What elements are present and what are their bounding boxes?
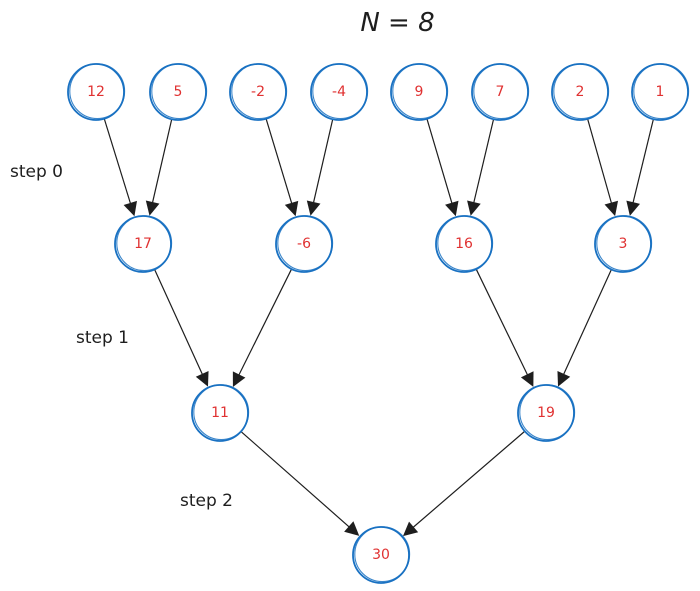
node-value: 3 [619, 236, 628, 252]
edge-0-2 [265, 118, 294, 209]
edge-1-3 [560, 269, 612, 380]
tree-node-0-1: 5 [149, 63, 208, 121]
nodes-layer: 12 5 -2 -4 9 7 2 1 17 -6 16 3 11 19 30 [67, 63, 690, 584]
tree-node-1-1: -6 [275, 215, 334, 273]
diagram-title: N = 8 [360, 8, 435, 38]
node-value: 7 [496, 84, 505, 100]
edge-2-1 [408, 430, 526, 532]
node-circle-sketch [473, 63, 530, 120]
edge-0-5 [471, 119, 495, 209]
edge-0-3-arrowhead [306, 200, 321, 216]
edge-0-7-arrowhead [626, 200, 640, 216]
edge-1-0-arrowhead [195, 370, 209, 387]
node-circle-sketch [633, 63, 690, 120]
node-value: 19 [537, 405, 555, 421]
edge-2-1-arrowhead [402, 521, 419, 537]
node-circle-sketch [519, 384, 576, 441]
step-label-0: step 0 [10, 162, 63, 182]
tree-node-0-7: 1 [631, 63, 690, 121]
edge-1-2 [475, 268, 531, 380]
edge-1-3-arrowhead [557, 370, 571, 387]
node-circle-sketch [69, 63, 126, 120]
tree-node-2-1: 19 [517, 384, 576, 442]
tree-node-3-0: 30 [352, 526, 411, 584]
node-value: 11 [211, 405, 229, 421]
node-value: 5 [174, 84, 183, 100]
node-value: 1 [656, 84, 665, 100]
tree-node-1-3: 3 [594, 215, 653, 273]
node-circle-sketch [354, 526, 411, 583]
edge-2-0 [240, 431, 354, 531]
edge-0-4 [426, 118, 455, 209]
node-circle-sketch [596, 215, 653, 272]
node-circle-sketch [193, 384, 250, 441]
edge-0-1 [150, 119, 173, 209]
edge-0-5-arrowhead [467, 200, 481, 216]
edge-0-4-arrowhead [445, 200, 459, 217]
node-circle-sketch [151, 63, 208, 120]
step-label-2: step 2 [180, 491, 233, 511]
edge-0-1-arrowhead [145, 200, 160, 216]
node-value: -2 [251, 84, 265, 100]
edge-2-0-arrowhead [344, 521, 360, 536]
tree-node-1-2: 16 [435, 215, 494, 273]
edge-0-3 [311, 119, 334, 209]
tree-node-2-0: 11 [191, 384, 250, 442]
node-value: 30 [372, 547, 390, 563]
tree-node-0-2: -2 [229, 63, 288, 121]
edge-0-2-arrowhead [284, 200, 299, 217]
edges-layer [103, 118, 654, 537]
node-value: 17 [134, 236, 152, 252]
tree-node-1-0: 17 [114, 215, 173, 273]
tree-node-0-0: 12 [67, 63, 126, 121]
node-value: 16 [455, 236, 473, 252]
edge-1-2-arrowhead [520, 371, 534, 387]
tree-node-0-5: 7 [471, 63, 530, 121]
node-circle-sketch [392, 63, 449, 120]
node-value: 12 [87, 84, 105, 100]
edge-0-6-arrowhead [604, 200, 619, 217]
tree-node-0-4: 9 [390, 63, 449, 121]
tree-node-0-6: 2 [551, 63, 610, 121]
node-circle-sketch [277, 215, 334, 272]
node-circle-sketch [116, 215, 173, 272]
node-value: -6 [297, 236, 311, 252]
node-value: -4 [332, 84, 346, 100]
edge-1-1-arrowhead [232, 371, 246, 388]
edge-1-1 [235, 268, 293, 381]
edge-1-0 [154, 269, 206, 380]
node-circle-sketch [231, 63, 288, 120]
node-value: 2 [576, 84, 585, 100]
tree-node-0-3: -4 [310, 63, 369, 121]
edge-0-6 [587, 118, 614, 209]
edge-0-0 [103, 118, 133, 209]
step-label-1: step 1 [76, 328, 129, 348]
edge-0-0-arrowhead [123, 200, 137, 217]
node-circle-sketch [312, 63, 369, 120]
node-circle-sketch [437, 215, 494, 272]
node-circle-sketch [553, 63, 610, 120]
edge-0-7 [631, 119, 654, 209]
node-value: 9 [415, 84, 424, 100]
